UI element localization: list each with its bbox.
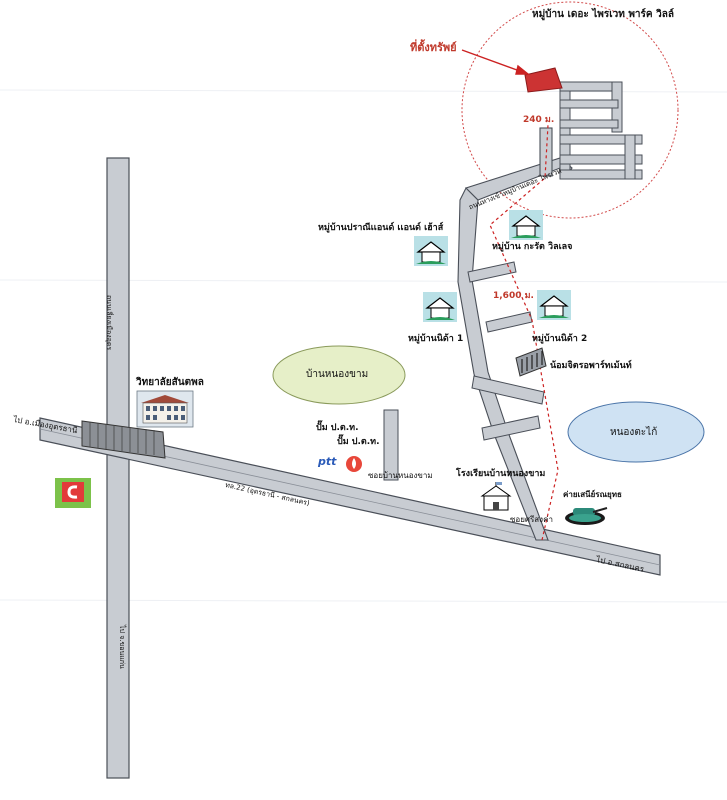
college-label: วิทยาลัยสันตพล [136,377,204,388]
ptt-label-1: ปั๊ม ป.ต.ท. [316,423,359,433]
route-line [489,124,559,541]
intersection-block [81,420,166,459]
college-icon [136,390,194,428]
nong-ta-kai-label: หนองตะไก้ [610,427,658,438]
house-icon [414,236,448,266]
soi-sisangkha-label: ซอยศรีสงค่า [510,515,553,524]
school-icon [480,482,512,511]
apartment-label: น้อมจิตรอพาร์ทเม้นท์ [550,361,632,371]
vertical-bypass-road [106,157,130,779]
nong-ta-kai-area [567,401,705,463]
distance-240-label: 240 ม. [523,115,555,125]
house-icon [537,290,571,320]
ptt-logo-icon [346,456,362,472]
ban-nong-kham-area [272,345,406,405]
ptt-label-2: ปั๊ม ป.ต.ท. [337,437,380,447]
village-krachat-label: หมู่บ้าน กะรัต วิลเลจ [492,242,573,252]
house-icon [423,292,457,322]
ban-nong-kham-label: บ้านหนองขาม [306,369,369,380]
house-icon [509,210,543,240]
subdivision-streets [559,81,643,180]
village-nida1-label: หมู่บ้านนิด้า 1 [408,334,464,344]
soi-nong-kham-label: ซอยบ้านหนองขาม [368,471,433,480]
to-khon-kaen-label: ไป จ.ขอนแก่น [118,625,126,669]
vertical-road-label: ถนนเลี่ยงเมืองอุดร [105,295,113,351]
property-radius-circle [461,1,679,219]
village-nida2-label: หมู่บ้านนิด้า 2 [532,334,588,344]
village-pranee-label: หมู่บ้านปราณีเเอนด์ เเอนด์ เฮ้าส์ [318,223,444,233]
distance-1600-label: 1,600 ม. [493,291,534,301]
apartment-icon [515,347,547,377]
village-top-label: หมู่บ้าน เดอะ ไพรเวท พาร์ค วิลล์ [532,9,674,20]
tank-icon [565,507,608,525]
military-camp-label: ค่ายเสนีย์รณยุทธ [563,490,622,499]
soi-nong-kham-road [383,409,399,481]
property-label: ที่ตั้งทรัพย์ [410,41,457,54]
property-arrow [461,49,530,75]
shop-logo-icon [55,478,91,508]
ptt-logo-text: ptt [318,455,337,468]
property-marker [524,67,563,93]
school-label: โรงเรียนบ้านหนองขาม [456,469,546,479]
